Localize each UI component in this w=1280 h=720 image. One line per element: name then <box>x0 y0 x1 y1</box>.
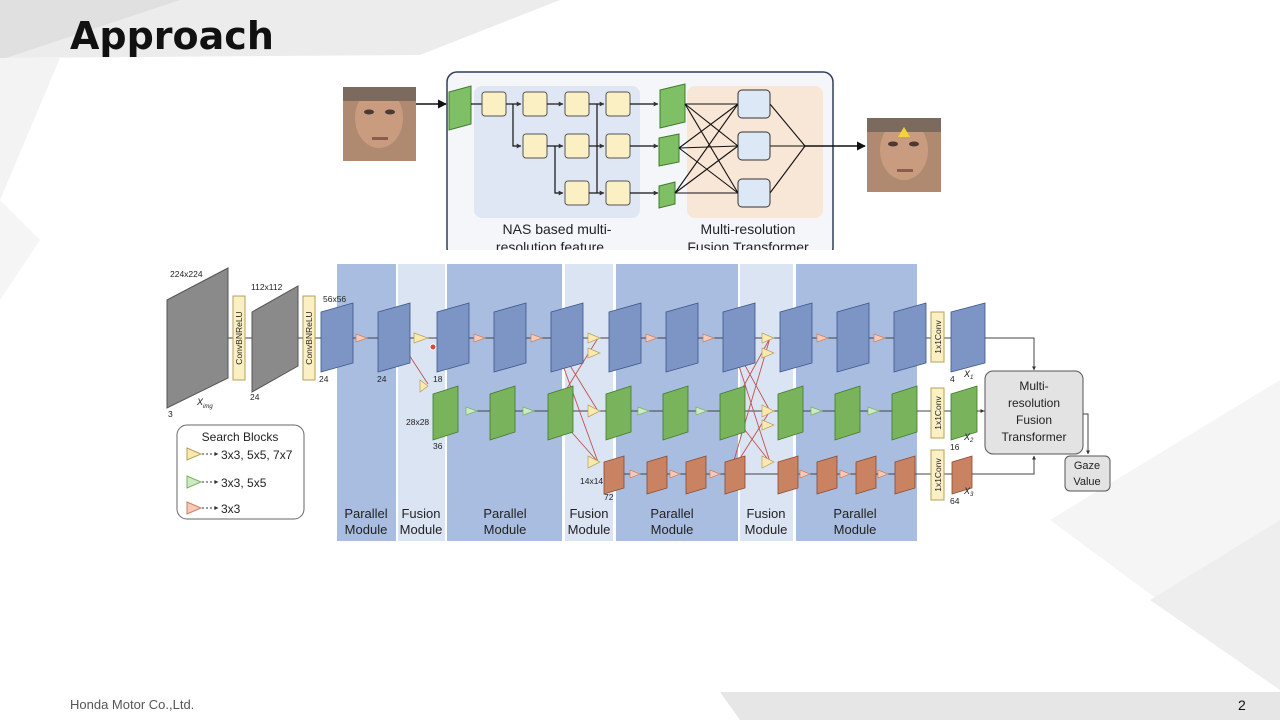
module-label-4a: Fusion <box>569 506 608 521</box>
module-label-5a: Parallel <box>650 506 693 521</box>
search-blocks-legend: Search Blocks 3x3, 5x5, 7x7 3x3, 5x5 3x3 <box>176 424 305 520</box>
res3-size-label: 14x14 <box>580 476 603 486</box>
fusion-label-line1: Multi-resolution <box>701 221 796 237</box>
output-x2-channels: 16 <box>950 442 960 452</box>
stem1-channels-label: 24 <box>250 392 260 402</box>
res3-channels-label: 72 <box>604 492 614 502</box>
res1-channels-a: 24 <box>319 374 329 384</box>
module-label-3a: Parallel <box>483 506 526 521</box>
legend-item-3: 3x3 <box>221 502 241 516</box>
gaze-value-box: Gaze Value <box>1064 455 1111 492</box>
overview-panel: NAS based multi- resolution feature Mult… <box>343 71 941 264</box>
stem1-label: ConvBNReLU <box>234 311 244 364</box>
output-x1-channels: 4 <box>950 374 955 384</box>
conv1x1-label-1: 1x1Conv <box>933 319 943 353</box>
module-label-3b: Module <box>484 522 527 537</box>
page-number: 2 <box>1238 697 1246 713</box>
res1-channels-b: 24 <box>377 374 387 384</box>
transformer-box: Multi- resolution Fusion Transformer <box>984 370 1084 455</box>
module-label-7b: Module <box>834 522 877 537</box>
output-x3-label: X3 <box>963 486 974 498</box>
module-label-7a: Parallel <box>833 506 876 521</box>
svg-text:Transformer: Transformer <box>1002 430 1067 444</box>
svg-text:Fusion: Fusion <box>1016 413 1052 427</box>
legend-item-2: 3x3, 5x5 <box>221 476 267 490</box>
input-channels-label: 3 <box>168 409 173 419</box>
module-label-6b: Module <box>745 522 788 537</box>
input-size-label: 224x224 <box>170 269 203 279</box>
gaze-marker-icon <box>898 127 910 137</box>
svg-text:Gaze: Gaze <box>1074 460 1100 472</box>
output-x2-label: X2 <box>963 432 974 444</box>
res2-size-label: 28x28 <box>406 417 429 427</box>
svg-text:Multi-: Multi- <box>1019 379 1048 393</box>
network-diagram: ConvBNReLU ConvBNReLU 224x224 3 Ximg 112… <box>166 264 1111 541</box>
slide-title: Approach <box>70 14 274 58</box>
input-face-image <box>343 87 416 161</box>
module-label-4b: Module <box>568 522 611 537</box>
res1-size-label: 56x56 <box>323 294 346 304</box>
module-label-2b: Module <box>400 522 443 537</box>
legend-item-1: 3x3, 5x5, 7x7 <box>221 448 293 462</box>
module-label-1b: Module <box>345 522 388 537</box>
conv1x1-label-2: 1x1Conv <box>933 395 943 429</box>
svg-text:Search Blocks: Search Blocks <box>202 430 279 444</box>
footer-company: Honda Motor Co.,Ltd. <box>70 697 195 712</box>
svg-text:Value: Value <box>1073 476 1100 488</box>
stem1-size-label: 112x112 <box>251 282 283 292</box>
module-label-5b: Module <box>651 522 694 537</box>
output-x3-channels: 64 <box>950 496 960 506</box>
nas-label-line1: NAS based multi- <box>503 221 612 237</box>
module-label-6a: Fusion <box>746 506 785 521</box>
output-face-image <box>867 118 941 192</box>
module-label-1a: Parallel <box>344 506 387 521</box>
res1-channels-c: 18 <box>433 374 443 384</box>
svg-text:resolution: resolution <box>1008 396 1060 410</box>
input-var-label: Ximg <box>196 397 213 410</box>
stem2-label: ConvBNReLU <box>304 311 314 364</box>
module-label-2a: Fusion <box>401 506 440 521</box>
conv1x1-label-3: 1x1Conv <box>933 457 943 491</box>
output-x1-label: X1 <box>963 369 973 381</box>
res2-channels-label: 36 <box>433 441 443 451</box>
